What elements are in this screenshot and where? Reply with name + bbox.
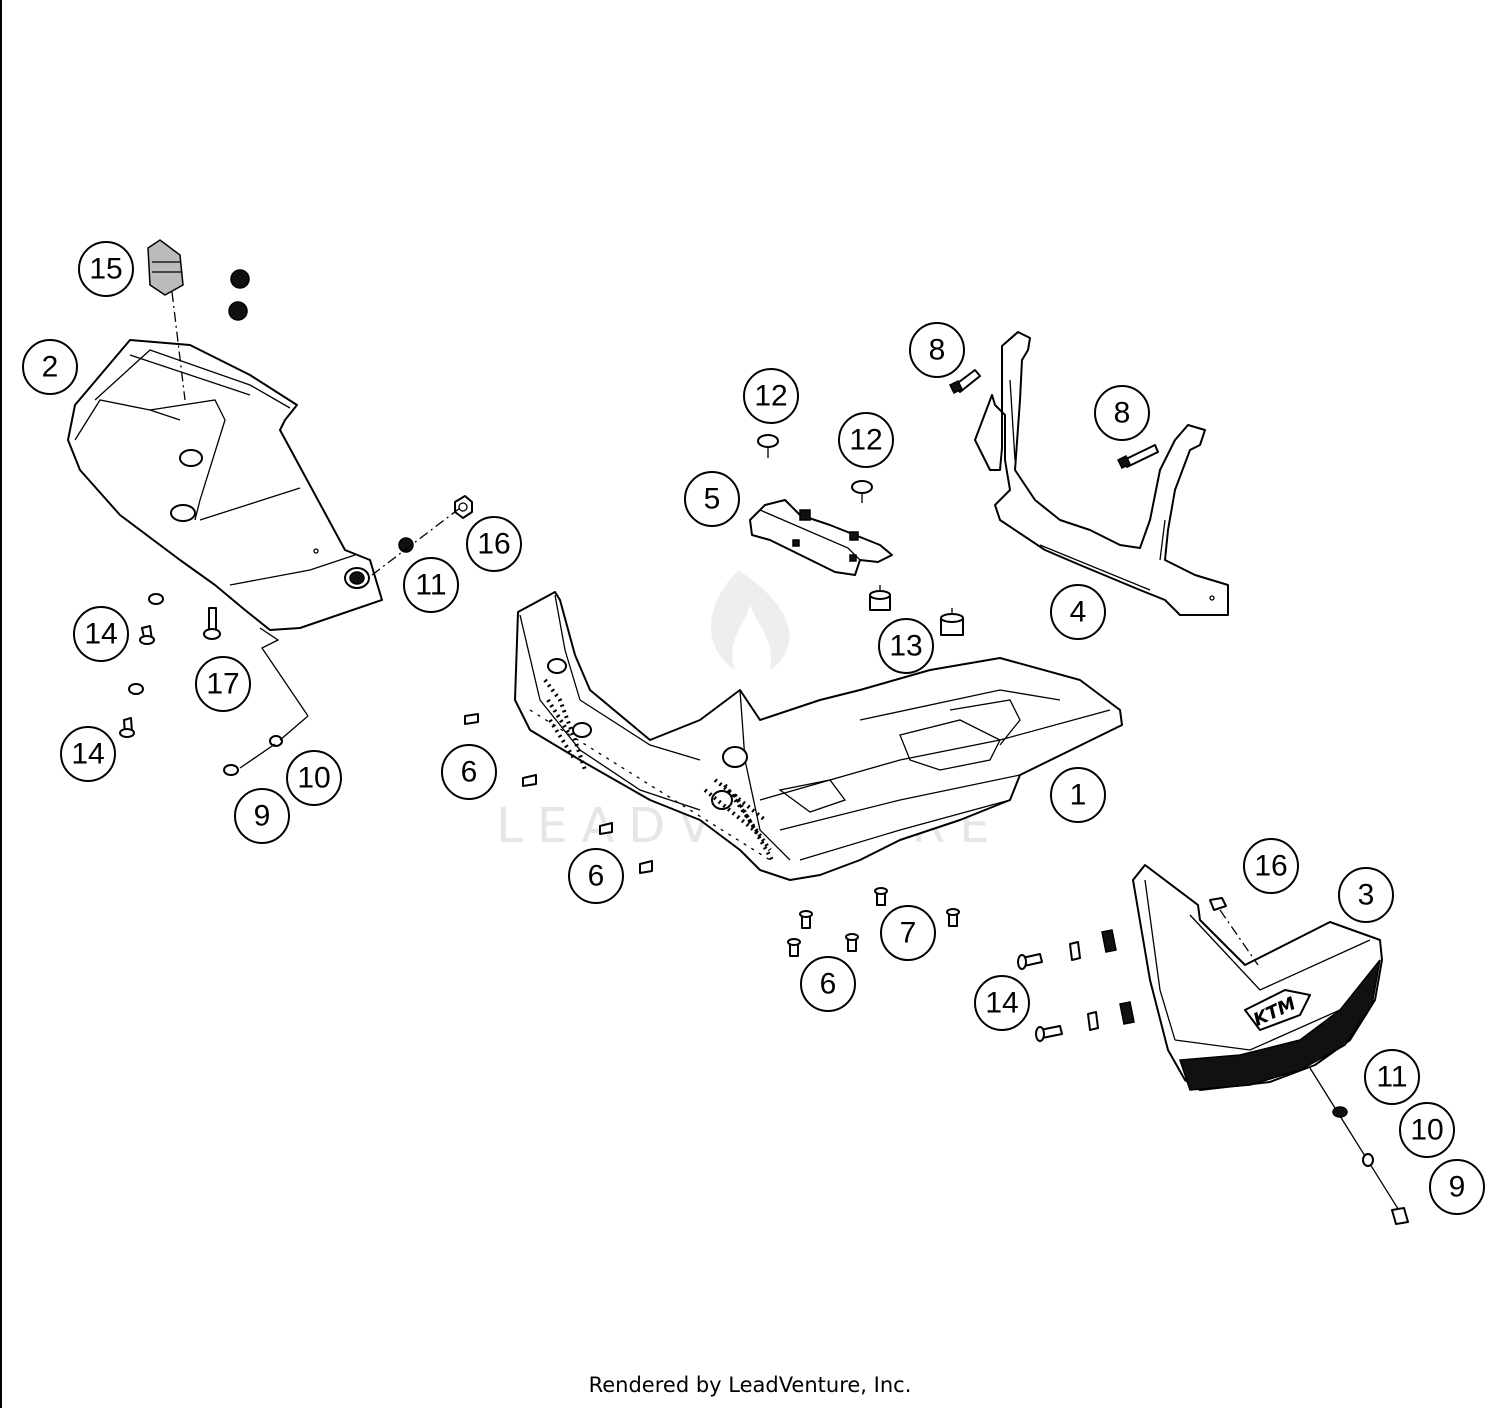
callout-6: 6: [568, 848, 624, 904]
part-4-frame: [948, 331, 1229, 616]
callout-number: 1: [1070, 779, 1087, 812]
callout-circle: [1364, 1049, 1420, 1105]
callout-8: 8: [909, 322, 965, 378]
callout-9: 9: [234, 788, 290, 844]
callout-14: 14: [60, 726, 116, 782]
callout-number: 11: [1376, 1061, 1407, 1094]
callout-number: 8: [1114, 397, 1131, 430]
callout-circle: [909, 322, 965, 378]
part-15-grommet: [147, 239, 184, 296]
callout-circle: [466, 516, 522, 572]
callout-11: 11: [403, 557, 459, 613]
callout-number: 6: [461, 756, 478, 789]
callout-5: 5: [684, 471, 740, 527]
callout-number: 10: [297, 762, 330, 795]
callout-circle: [78, 241, 134, 297]
callout-number: 3: [1358, 879, 1375, 912]
callout-circle: [73, 606, 129, 662]
callout-number: 9: [254, 800, 271, 833]
callout-3: 3: [1338, 867, 1394, 923]
callout-number: 11: [415, 569, 446, 602]
callout-number: 14: [71, 738, 104, 771]
callout-number: 10: [1410, 1114, 1443, 1147]
part-12-pads: [757, 434, 873, 503]
callout-15: 15: [78, 241, 134, 297]
callout-number: 12: [849, 424, 882, 457]
callout-17: 17: [195, 656, 251, 712]
callout-number: 16: [477, 528, 510, 561]
callout-number: 8: [929, 334, 946, 367]
callout-circle: [800, 956, 856, 1012]
callout-6: 6: [441, 744, 497, 800]
callout-12: 12: [743, 368, 799, 424]
callout-circle: [880, 905, 936, 961]
callout-1: 1: [1050, 767, 1106, 823]
screws-6-7: [464, 713, 960, 957]
part-1-skid-plate: [514, 591, 1123, 881]
page-border-line: [0, 0, 2, 1408]
callout-number: 9: [1449, 1171, 1466, 1204]
callout-circle: [1050, 584, 1106, 640]
callout-number: 12: [754, 380, 787, 413]
callout-number: 5: [704, 483, 721, 516]
callout-circle: [234, 788, 290, 844]
callout-10: 10: [286, 750, 342, 806]
callout-number: 6: [588, 860, 605, 893]
callout-4: 4: [1050, 584, 1106, 640]
callout-number: 2: [42, 351, 59, 384]
callout-16: 16: [466, 516, 522, 572]
callout-number: 16: [1254, 850, 1287, 883]
callout-circle: [60, 726, 116, 782]
right-hardware: [1017, 897, 1409, 1225]
callout-circle: [838, 412, 894, 468]
callout-circle: [1243, 838, 1299, 894]
callout-circle: [1338, 867, 1394, 923]
callout-circle: [878, 618, 934, 674]
callout-13: 13: [878, 618, 934, 674]
rubber-nuts: [228, 269, 250, 321]
callout-circle: [195, 656, 251, 712]
callout-circle: [568, 848, 624, 904]
callout-circle: [286, 750, 342, 806]
callout-number: 14: [985, 987, 1018, 1020]
footer-credit: Rendered by LeadVenture, Inc.: [588, 1373, 912, 1397]
callout-number: 17: [206, 668, 239, 701]
part-5-bracket: [749, 499, 893, 576]
callout-circle: [1399, 1102, 1455, 1158]
callout-14: 14: [974, 975, 1030, 1031]
callout-11: 11: [1364, 1049, 1420, 1105]
leader-15: [171, 291, 186, 401]
callout-circle: [684, 471, 740, 527]
callouts: 1521611141714109121258841366176163141110…: [22, 241, 1485, 1215]
callout-9: 9: [1429, 1159, 1485, 1215]
callout-number: 13: [889, 630, 922, 663]
callout-circle: [1094, 385, 1150, 441]
part-3-side-guard: KTM: [1132, 864, 1383, 1091]
callout-circle: [743, 368, 799, 424]
callout-6: 6: [800, 956, 856, 1012]
callout-8: 8: [1094, 385, 1150, 441]
callout-number: 6: [820, 968, 837, 1001]
callout-number: 4: [1070, 596, 1087, 629]
left-hardware: [119, 495, 473, 776]
callout-7: 7: [880, 905, 936, 961]
callout-14: 14: [73, 606, 129, 662]
callout-circle: [22, 339, 78, 395]
callout-12: 12: [838, 412, 894, 468]
callout-10: 10: [1399, 1102, 1455, 1158]
callout-number: 7: [900, 917, 917, 950]
part-13-mounts: [869, 585, 964, 636]
callout-circle: [1429, 1159, 1485, 1215]
callout-circle: [403, 557, 459, 613]
part-2-side-guard: [67, 339, 383, 631]
callout-circle: [441, 744, 497, 800]
callout-16: 16: [1243, 838, 1299, 894]
callout-2: 2: [22, 339, 78, 395]
callout-number: 14: [84, 618, 117, 651]
callout-circle: [974, 975, 1030, 1031]
callout-number: 15: [89, 253, 122, 286]
callout-circle: [1050, 767, 1106, 823]
